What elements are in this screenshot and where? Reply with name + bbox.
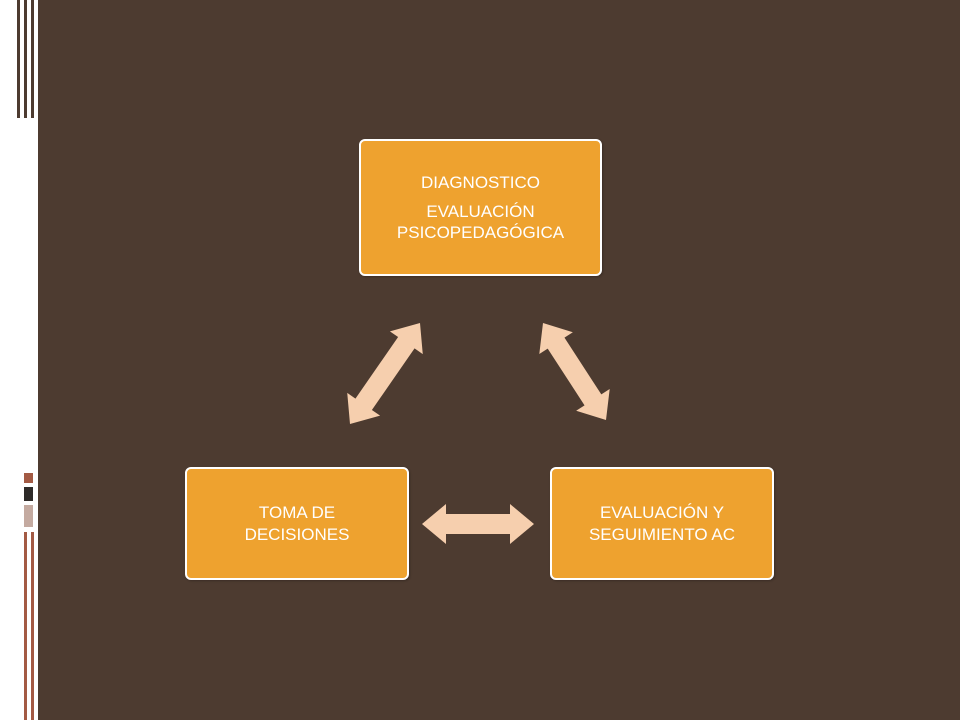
deco-block xyxy=(24,487,33,501)
left-decorative-band xyxy=(0,0,38,720)
node-toma-decisiones: TOMA DE DECISIONES xyxy=(185,467,409,580)
node-evaluacion-seguimiento: EVALUACIÓN Y SEGUIMIENTO AC xyxy=(550,467,774,580)
arrow-toma-diagnostico xyxy=(347,323,423,424)
arrow-evaluacion-toma xyxy=(422,504,534,544)
node-diagnostico: DIAGNOSTICO EVALUACIÓN PSICOPEDAGÓGICA xyxy=(359,139,602,276)
deco-block xyxy=(24,505,33,527)
deco-stripe xyxy=(31,0,34,118)
node-evaluacion-line-1: EVALUACIÓN Y SEGUIMIENTO AC xyxy=(588,503,736,544)
arrow-diagnostico-evaluacion xyxy=(539,323,610,421)
node-diagnostico-line-2: EVALUACIÓN PSICOPEDAGÓGICA xyxy=(396,201,565,243)
slide-canvas xyxy=(38,0,960,720)
deco-stripe xyxy=(17,0,20,118)
deco-block xyxy=(24,473,33,483)
deco-stripe xyxy=(31,532,34,720)
node-diagnostico-line-1: DIAGNOSTICO xyxy=(420,172,540,192)
node-toma-line-1: TOMA DE DECISIONES xyxy=(244,503,350,544)
deco-stripe xyxy=(24,532,27,720)
deco-stripe xyxy=(24,0,27,118)
